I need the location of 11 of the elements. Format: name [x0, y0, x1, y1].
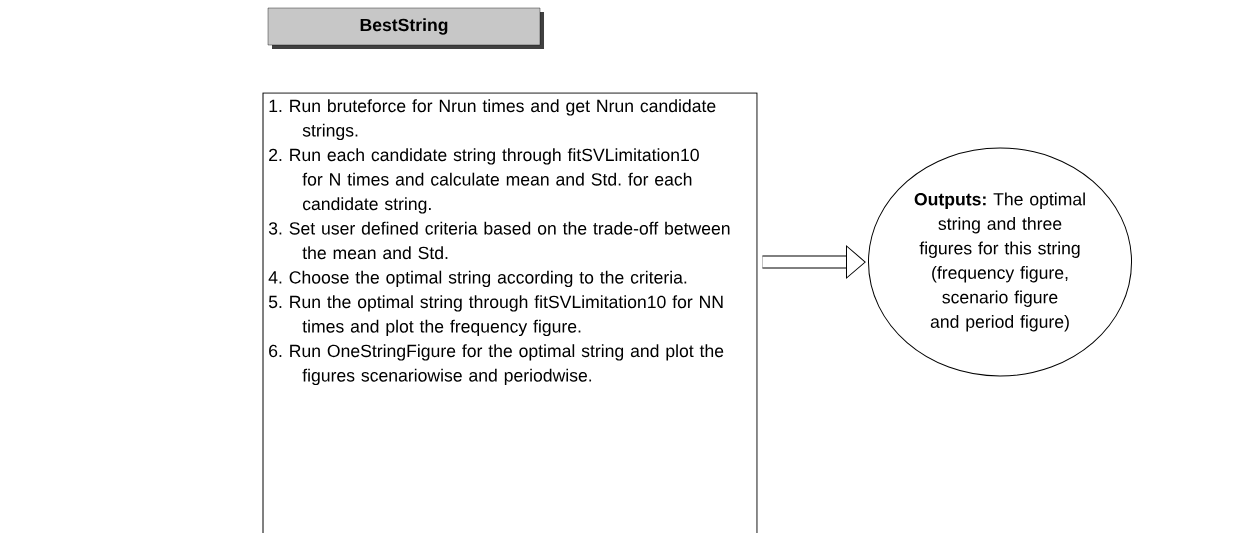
- output-text: Outputs: The optimal string and three figures for this string (frequency figure, scenario figure and period figure): [914, 192, 1085, 332]
- list-item: 5. Run the optimal string through fitSVLimitation10 for NN times and plot the frequency figure.: [268, 295, 723, 337]
- title-box: BestString: [267, 7, 544, 49]
- list-item: 4. Choose the optimal string according to the criteria.: [268, 270, 687, 288]
- output-ellipse: [868, 147, 1133, 377]
- list-item: 6. Run OneStringFigure for the optimal string and plot the figures scenariowise and periodwise.: [269, 344, 724, 386]
- list-item: 1. Run bruteforce for Nrun times and get Nrun candidate strings.: [269, 99, 716, 141]
- list-item: 2. Run each candidate string through fitSVLimitation10 for N times and calculate mean and Std. for each candidate string.: [269, 148, 699, 214]
- block-arrow: [762, 245, 866, 279]
- steps-box: [262, 92, 758, 533]
- list-item: 3. Set user defined criteria based on the trade-off between the mean and Std.: [268, 221, 730, 260]
